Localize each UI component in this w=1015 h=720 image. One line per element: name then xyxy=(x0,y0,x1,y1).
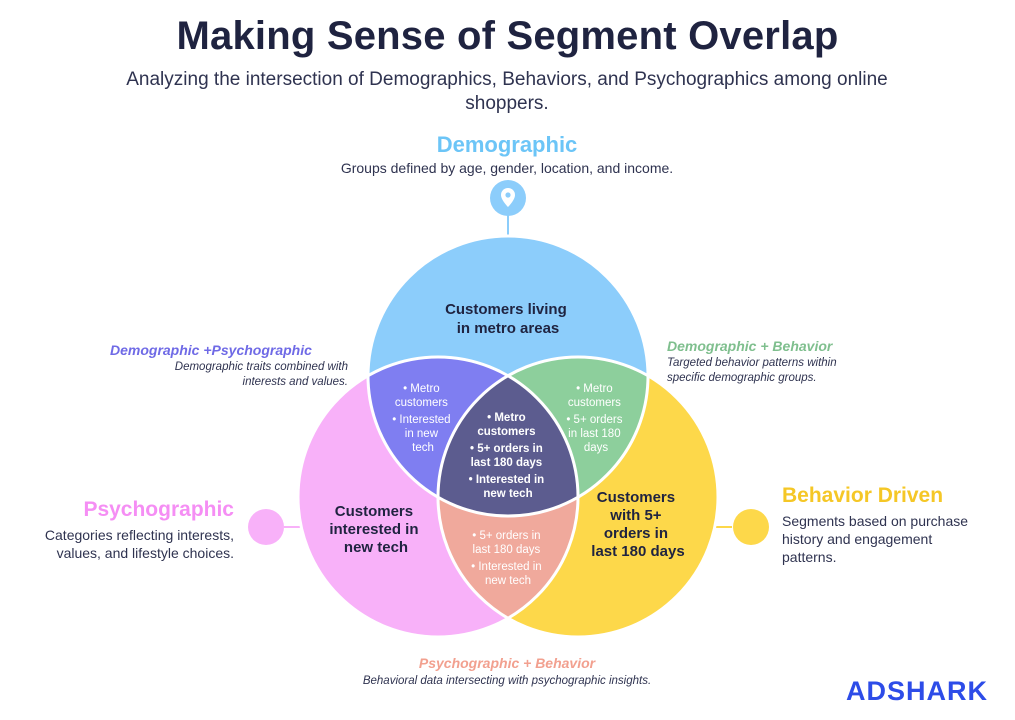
behavior-description: Segments based on purchase history and e… xyxy=(782,513,969,565)
psychographic-description: Categories reflecting interests, values,… xyxy=(44,527,234,561)
psychographic-heading: Psychographic xyxy=(83,498,234,521)
demographic-circle-label: Customers living in metro areas xyxy=(445,301,571,337)
demo-psycho-items: • Metro customers • Interested in new te… xyxy=(392,383,454,454)
demographic-description: Groups defined by age, gender, location,… xyxy=(340,160,674,176)
demo-behavior-items: • Metro customers • 5+ orders in last 18… xyxy=(566,383,625,454)
psycho-behavior-items: • 5+ orders in last 180 days • Intereste… xyxy=(471,530,545,587)
demo-psycho-description: Demographic traits combined with interes… xyxy=(174,361,348,388)
behavior-circle-label: Customers with 5+ orders in last 180 day… xyxy=(591,489,684,560)
psycho-behavior-description: Behavioral data intersecting with psycho… xyxy=(362,675,652,687)
psycho-behavior-heading: Psychographic + Behavior xyxy=(418,655,596,671)
adshark-logo: ADSHARK xyxy=(846,676,988,706)
demo-psycho-heading: Demographic +Psychographic xyxy=(110,342,312,358)
psychographic-dot xyxy=(248,509,284,545)
behavior-heading: Behavior Driven xyxy=(782,484,944,507)
behavior-dot xyxy=(733,509,769,545)
location-pin-icon xyxy=(490,180,526,216)
demo-behavior-heading: Demographic + Behavior xyxy=(667,338,833,354)
center-overlap xyxy=(438,357,578,516)
page-title: Making Sense of Segment Overlap xyxy=(176,14,839,58)
demographic-heading: Demographic xyxy=(436,132,578,157)
demo-behavior-description: Targeted behavior patterns within specif… xyxy=(667,357,837,384)
center-items: • Metro customers • 5+ orders in last 18… xyxy=(469,412,548,500)
psychographic-circle-label: Customers interested in new tech xyxy=(329,503,422,556)
page-subtitle: Analyzing the intersection of Demographi… xyxy=(126,69,888,114)
